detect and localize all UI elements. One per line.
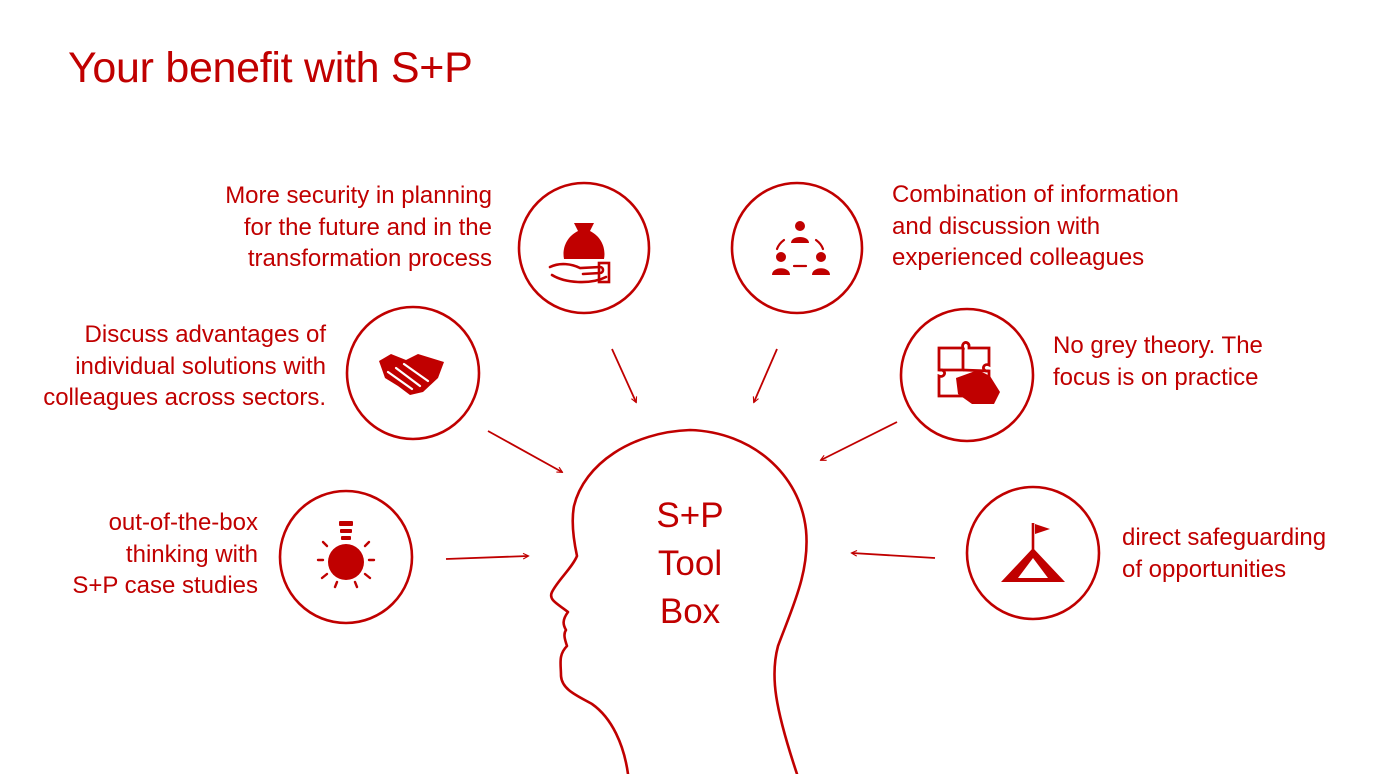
arrow-3 [487,430,562,472]
toolbox-label: S+P Tool Box [656,496,724,631]
arrow-5 [445,556,528,560]
benefit-label-3: Discuss advantages of individual solutio… [43,321,326,411]
page-title: Your benefit with S+P [68,44,473,92]
arrow-4 [821,421,898,460]
benefit-circle-1 [517,181,651,315]
head-outline [549,428,808,774]
benefit-label-6: direct safeguarding of opportunities [1122,524,1327,583]
benefit-label-2: Combination of information and discussio… [892,181,1179,271]
benefit-circle-4 [899,307,1035,443]
handshake-icon [379,354,444,395]
mountain-flag-icon [1001,523,1065,582]
benefit-circle-2 [730,181,864,315]
arrow-1 [611,348,636,402]
people-cycle-icon [772,221,830,275]
benefit-circle-3 [345,305,481,441]
arrow-6 [852,553,936,559]
puzzle-hand-icon [937,341,1000,404]
benefit-label-4: No grey theory. The focus is on practice [1053,332,1263,391]
benefit-circle-6 [965,485,1101,621]
benefit-label-5: out-of-the-box thinking with S+P case st… [72,509,258,599]
lightbulb-icon [316,521,376,589]
money-bag-hand-icon [548,223,611,284]
arrow-2 [754,348,778,402]
benefit-label-1: More security in planning for the future… [225,182,492,272]
benefit-circle-5 [278,489,414,625]
